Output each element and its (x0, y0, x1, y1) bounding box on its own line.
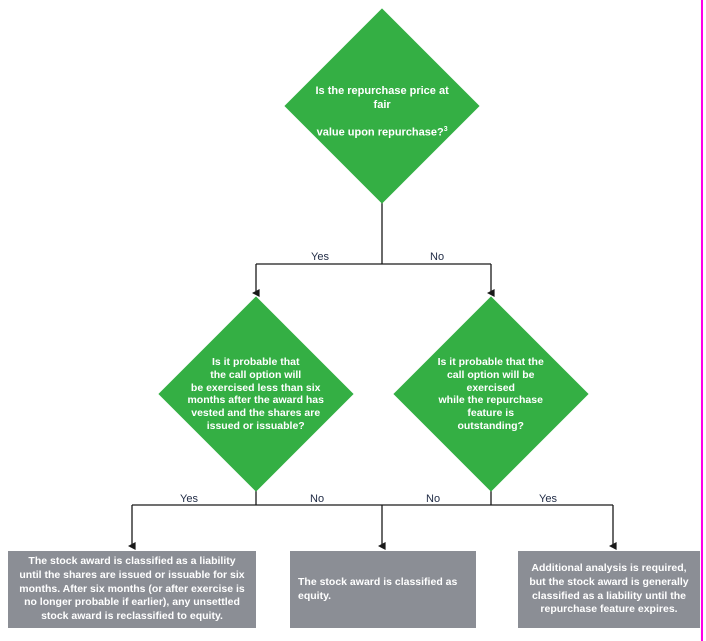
outcome-box-liability-until-six-months[interactable]: The stock award is classified as a liabi… (8, 551, 256, 628)
decision-node-q1-label: Is the repurchase price at fair value up… (313, 72, 451, 140)
outcome-box-additional-analysis[interactable]: Additional analysis is required, but the… (518, 551, 700, 628)
decision-node-q2-label: Is it probable that the call option will… (187, 355, 325, 432)
edge-label-q1-no: No (430, 251, 445, 263)
edge-label-q1-yes: Yes (311, 251, 329, 263)
outcome-box-equity[interactable]: The stock award is classified as equity. (290, 551, 476, 628)
q1-line-2: value upon repurchase? (316, 126, 444, 139)
edge-label-q3-yes: Yes (539, 493, 557, 505)
edge-label-q2-yes: Yes (180, 493, 198, 505)
decision-node-q3-label: Is it probable that the call option will… (437, 355, 545, 432)
edge-label-q2-no: No (310, 493, 325, 505)
q1-line-1: Is the repurchase price at fair (315, 85, 449, 111)
page-margin-rule (701, 0, 703, 641)
edge-label-q3-no: No (426, 493, 441, 505)
q1-footnote-marker: 3 (443, 125, 448, 133)
